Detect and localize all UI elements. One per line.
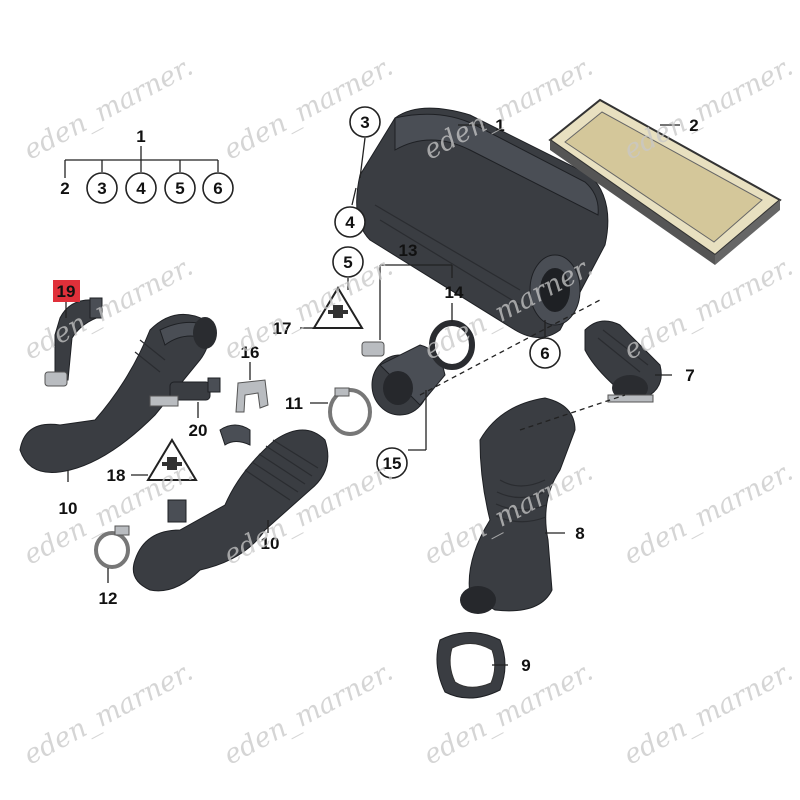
callout-1: 1 xyxy=(495,116,504,135)
watermark-text: eden_marner. xyxy=(619,51,798,166)
callouts: 1 2 3 4 5 6 3 1 2 4 5 13 14 6 7 8 9 17 1… xyxy=(53,106,699,675)
callout-circle xyxy=(164,172,196,204)
callout-circle xyxy=(125,172,157,204)
sensor-warning-icon xyxy=(146,438,198,481)
watermark-text: eden_marner. xyxy=(19,656,198,771)
callout-circle xyxy=(529,337,561,369)
highlight-box-19 xyxy=(53,280,80,302)
filter-element xyxy=(548,98,782,265)
callout-19: 19 xyxy=(57,282,76,301)
callout-circle xyxy=(202,172,234,204)
intake-boot xyxy=(584,320,662,403)
callout-10-left: 10 xyxy=(59,499,78,518)
callout-18: 18 xyxy=(107,466,126,485)
gasket-ring xyxy=(429,320,475,370)
callout-9: 9 xyxy=(521,656,530,675)
callout-10-right: 10 xyxy=(261,534,280,553)
watermark-text: eden_marner. xyxy=(619,656,798,771)
callout-6: 6 xyxy=(540,344,549,363)
charge-pipe-left xyxy=(19,313,217,473)
bracket-16 xyxy=(235,379,269,413)
callout-circle xyxy=(349,106,381,138)
sensor-warning-icon xyxy=(312,286,364,329)
callout-circle xyxy=(334,206,366,238)
hose-clamp-12 xyxy=(94,525,130,569)
callout-12: 12 xyxy=(99,589,118,608)
pressure-sensor-20 xyxy=(149,377,221,407)
callout-1-legend: 1 xyxy=(136,127,145,146)
callout-16: 16 xyxy=(241,343,260,362)
callout-14: 14 xyxy=(445,283,464,302)
callout-3-legend: 3 xyxy=(97,179,106,198)
callout-8: 8 xyxy=(575,524,584,543)
callout-2-legend: 2 xyxy=(60,179,69,198)
watermark-text: eden_marner. xyxy=(619,456,798,571)
callout-15: 15 xyxy=(383,454,402,473)
callout-7: 7 xyxy=(685,366,694,385)
vent-hose-19 xyxy=(44,297,103,387)
hose-clamp-11 xyxy=(328,387,372,436)
callout-circle xyxy=(332,246,364,278)
intake-hose-8 xyxy=(460,397,576,614)
callout-17: 17 xyxy=(273,319,292,338)
callout-4-legend: 4 xyxy=(136,179,146,198)
leader-lines xyxy=(64,124,680,666)
charge-pipe-right xyxy=(132,424,329,592)
watermark-text: eden_marner. xyxy=(19,51,198,166)
watermark-text: eden_marner. xyxy=(219,656,398,771)
callout-2: 2 xyxy=(689,116,698,135)
callout-11: 11 xyxy=(285,394,303,413)
callout-6-legend: 6 xyxy=(213,179,222,198)
watermark-text: eden_marner. xyxy=(619,251,798,366)
callout-3: 3 xyxy=(360,113,369,132)
callout-13: 13 xyxy=(399,241,418,260)
callout-circle xyxy=(376,447,408,479)
callout-20: 20 xyxy=(189,421,208,440)
callout-circle xyxy=(86,172,118,204)
callout-5: 5 xyxy=(343,253,352,272)
callout-4: 4 xyxy=(345,213,355,232)
air-filter-housing xyxy=(356,107,609,338)
callout-5-legend: 5 xyxy=(175,179,184,198)
seal-flange xyxy=(436,632,506,699)
